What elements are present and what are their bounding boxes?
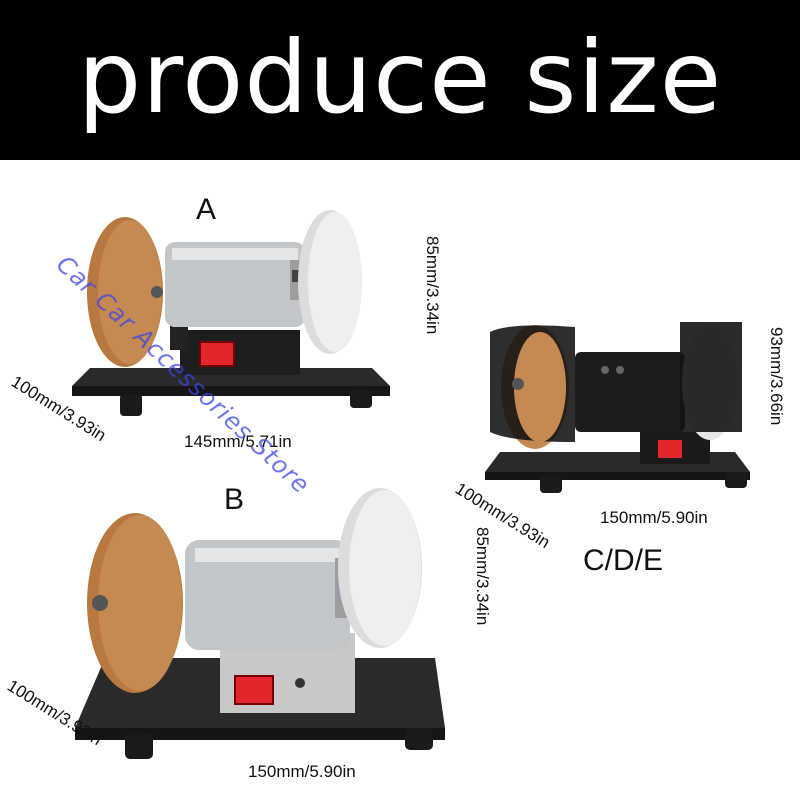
product-b-image — [75, 488, 445, 759]
product-cde-label: C/D/E — [583, 544, 664, 577]
product-b-label: B — [224, 483, 245, 516]
banner-title: produce size — [77, 19, 723, 136]
product-cde-height: 93mm/3.66in — [767, 327, 786, 426]
title-banner: produce size — [0, 0, 800, 160]
product-cde-image — [485, 322, 750, 493]
product-a-height: 85mm/3.34in — [423, 236, 442, 335]
product-a-label: A — [196, 193, 217, 226]
product-cde-width: 150mm/5.90in — [600, 508, 708, 527]
product-b-width: 150mm/5.90in — [248, 762, 356, 781]
product-a-image — [72, 210, 390, 416]
product-a-width: 145mm/5.71in — [184, 432, 292, 451]
product-b-height: 85mm/3.34in — [473, 527, 492, 626]
